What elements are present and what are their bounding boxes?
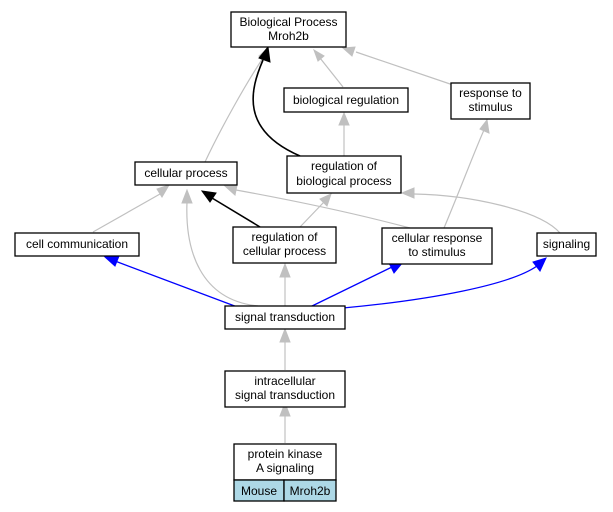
- edge-signaling-to-regulation-of-biological-process: [413, 193, 561, 234]
- arrowhead: [258, 45, 271, 63]
- node-label: biological regulation: [293, 93, 399, 107]
- edge-signal-transduction-to-cellular-response-to-stimulus-blue: [309, 266, 393, 308]
- node-biological-process[interactable]: Biological Process Mroh2b: [230, 11, 347, 48]
- node-label-line-2: Mroh2b: [268, 29, 309, 43]
- node-label-line-2: stimulus: [468, 100, 512, 114]
- arrowhead: [279, 401, 291, 417]
- edge-regulation-of-cellular-process-to-cellular-process-black: [211, 197, 261, 228]
- node-cellular-process[interactable]: cellular process: [134, 161, 238, 186]
- arrowheads: [103, 45, 547, 417]
- node-label: cellular process: [144, 166, 227, 180]
- species-label: Mouse: [241, 484, 277, 498]
- arrowhead: [223, 184, 238, 196]
- node-regulation-of-cellular-process[interactable]: regulation of cellular process: [232, 226, 337, 264]
- arrowhead: [279, 327, 291, 343]
- node-protein-kinase-a-signaling[interactable]: protein kinase A signaling Mouse Mroh2b: [233, 443, 337, 502]
- node-label-line-2: to stimulus: [408, 245, 465, 259]
- node-label-line-1: response to: [459, 86, 522, 100]
- edge-signal-transduction-to-signaling-blue: [342, 265, 538, 309]
- gene-label: Mroh2b: [290, 484, 331, 498]
- node-label: cell communication: [26, 237, 128, 251]
- node-label-line-2: signal transduction: [235, 388, 335, 402]
- edge-cell-communication-to-cellular-process: [92, 193, 161, 233]
- edge-signal-transduction-to-cellular-process: [186, 201, 259, 307]
- edge-cellular-response-to-stimulus-to-cellular-process: [235, 189, 411, 229]
- edge-regulation-of-cellular-process-to-regulation-of-biological-process: [299, 201, 325, 228]
- node-label-line-1: protein kinase: [248, 447, 323, 461]
- arrowhead: [479, 118, 490, 134]
- node-cell-communication[interactable]: cell communication: [14, 232, 140, 257]
- arrowhead: [200, 190, 217, 203]
- edge-signal-transduction-to-cell-communication-blue: [114, 260, 241, 309]
- node-label: signal transduction: [235, 310, 335, 324]
- node-biological-regulation[interactable]: biological regulation: [283, 87, 409, 113]
- node-intracellular-signal-transduction[interactable]: intracellular signal transduction: [224, 370, 346, 408]
- node-signal-transduction[interactable]: signal transduction: [224, 305, 346, 330]
- edge-cellular-response-to-stimulus-to-response-to-stimulus: [443, 129, 485, 229]
- gene-cell: [283, 479, 337, 502]
- arrowhead: [341, 46, 356, 57]
- edge-biological-regulation-to-biological-process: [319, 57, 344, 88]
- arrowhead: [156, 184, 171, 198]
- arrowhead: [181, 188, 193, 204]
- node-cellular-response-to-stimulus[interactable]: cellular response to stimulus: [381, 227, 493, 265]
- node-label: signaling: [543, 237, 590, 251]
- arrowhead: [338, 111, 350, 126]
- node-label-line-1: regulation of: [311, 159, 378, 173]
- node-label-line-2: A signaling: [256, 461, 314, 475]
- node-signaling[interactable]: signaling: [536, 232, 597, 257]
- edge-response-to-stimulus-to-biological-process: [355, 51, 457, 87]
- arrowhead: [103, 255, 120, 267]
- arrowhead: [313, 48, 325, 62]
- node-label-line-1: regulation of: [251, 230, 318, 244]
- node-label-line-1: intracellular: [254, 374, 315, 388]
- node-response-to-stimulus[interactable]: response to stimulus: [450, 82, 531, 120]
- arrowhead: [400, 187, 415, 199]
- node-label-line-2: cellular process: [243, 244, 326, 258]
- node-label-line-2: biological process: [296, 174, 391, 188]
- node-regulation-of-biological-process[interactable]: regulation of biological process: [286, 155, 402, 194]
- node-label-line-1: Biological Process: [239, 15, 337, 29]
- arrowhead: [319, 193, 332, 207]
- edge-cellular-process-to-biological-process: [204, 57, 264, 163]
- node-label-line-1: cellular response: [392, 231, 483, 245]
- arrowhead: [532, 257, 547, 272]
- edge-regulation-of-biological-process-to-biological-process-black: [252, 59, 301, 157]
- edges: [92, 51, 561, 443]
- arrowhead: [279, 262, 291, 278]
